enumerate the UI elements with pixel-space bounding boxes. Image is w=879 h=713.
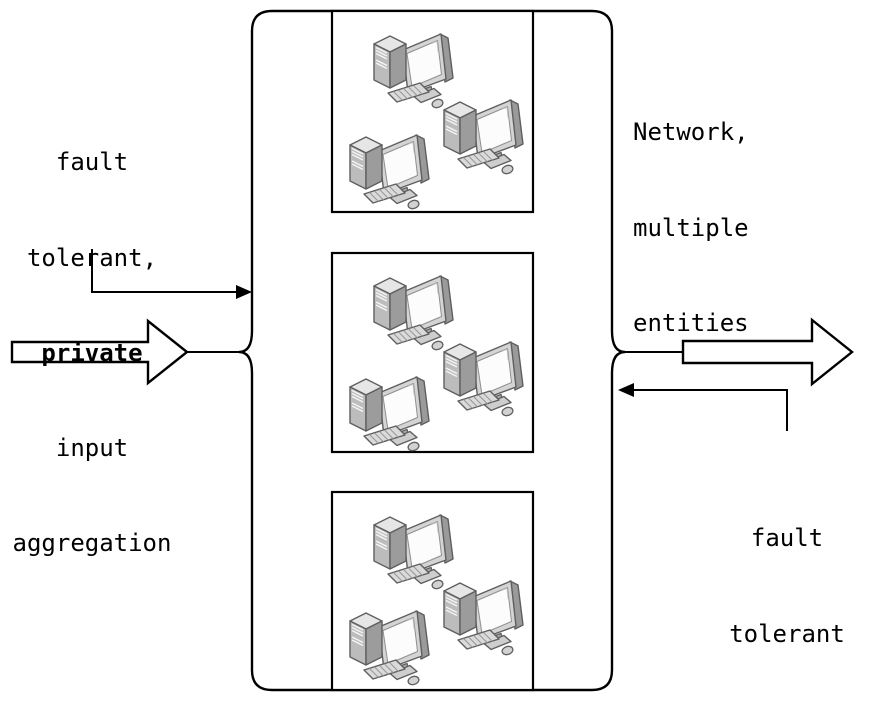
label-line: entities [633, 308, 749, 337]
label-line: tolerant [729, 619, 845, 648]
input-flow-arrow [10, 318, 189, 386]
input-aggregation-arrow [91, 249, 252, 299]
label-line: input [55, 433, 129, 462]
label-line: multiple [633, 213, 749, 242]
output-flow-arrow [681, 317, 854, 387]
network-entities-label: Network, multiple entities [633, 54, 749, 403]
label-line: fault [55, 148, 129, 177]
label-line: tolerant, [26, 243, 158, 272]
label-line: Network, [633, 118, 749, 147]
label-line: aggregation [12, 528, 172, 557]
input-aggregation-label: fault tolerant, private input aggregatio… [2, 84, 182, 623]
output-aggregation-label: fault tolerant output aggregation [687, 460, 879, 713]
label-line: fault [750, 524, 824, 553]
label-line-private: private [41, 338, 143, 367]
output-aggregation-arrow [618, 383, 788, 431]
